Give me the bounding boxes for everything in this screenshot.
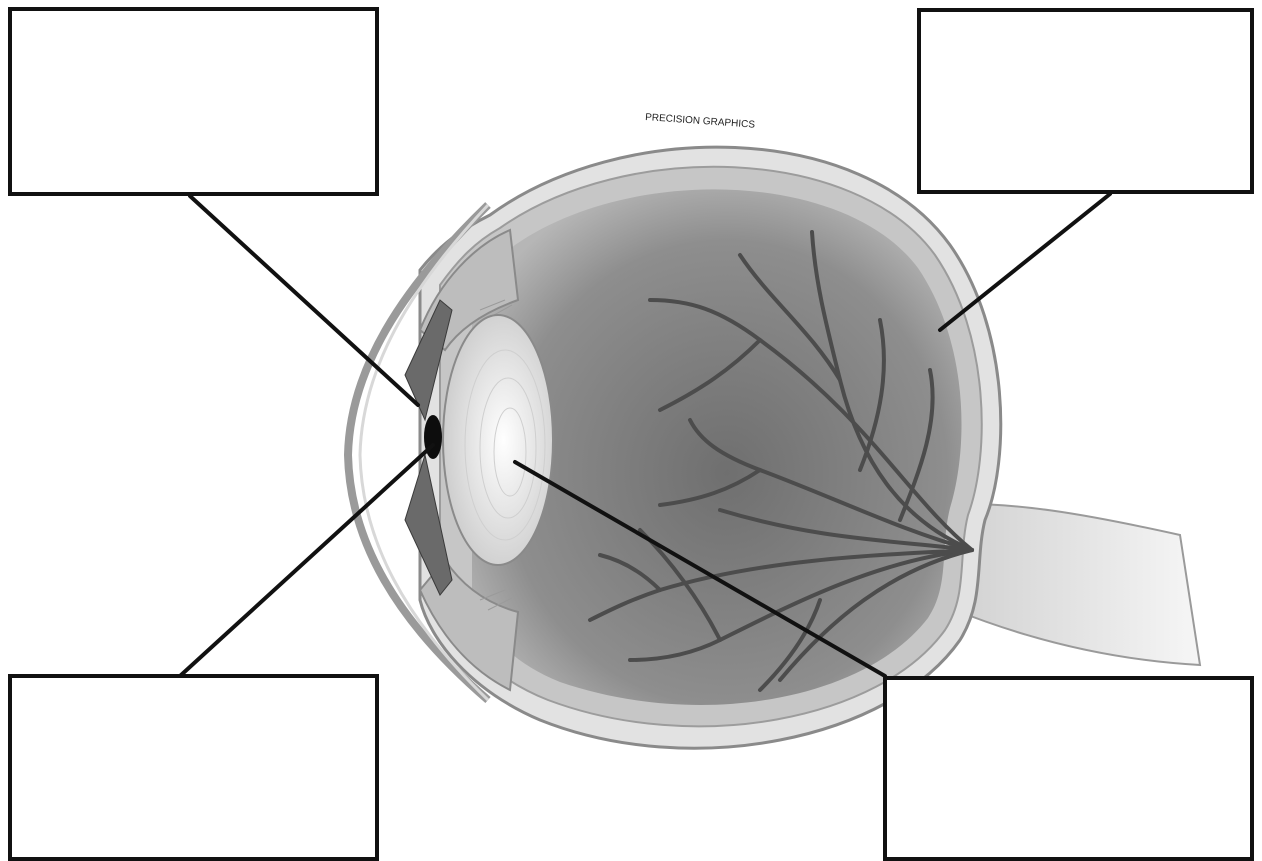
label-box-bottom-left[interactable] <box>8 674 379 861</box>
leader-line-top-left <box>190 196 418 405</box>
label-box-bottom-right[interactable] <box>883 676 1254 861</box>
lens <box>443 315 553 565</box>
leader-line-bottom-left <box>180 445 433 676</box>
label-box-top-left[interactable] <box>8 7 379 196</box>
leader-line-top-right <box>940 194 1110 330</box>
credit-text: PRECISION GRAPHICS <box>645 112 756 131</box>
label-box-top-right[interactable] <box>917 8 1254 194</box>
